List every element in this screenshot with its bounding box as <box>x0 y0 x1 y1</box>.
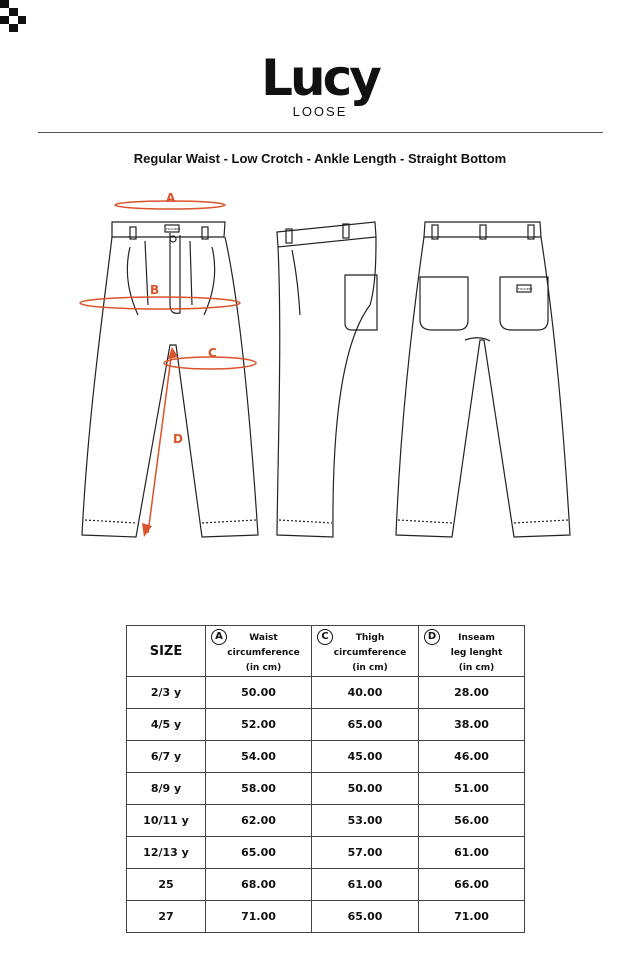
thigh-column-header: C Thigh circumference (in cm) <box>311 625 419 677</box>
waist-cell: 52.00 <box>205 708 312 741</box>
table-header-row: SIZE A Waist circumference (in cm) C Thi… <box>126 625 525 677</box>
size-cell: 25 <box>126 868 206 901</box>
waist-cell: 71.00 <box>205 900 312 933</box>
waist-cell: 65.00 <box>205 836 312 869</box>
badge-d: D <box>424 629 440 645</box>
product-description: Regular Waist - Low Crotch - Ankle Lengt… <box>133 151 507 166</box>
side-view <box>276 221 378 538</box>
waist-cell: 50.00 <box>205 676 312 709</box>
size-cell: 2/3 y <box>126 676 206 709</box>
waist-cell: 62.00 <box>205 804 312 837</box>
front-tag-label: FOUGÈRE <box>166 226 181 231</box>
label-b: B <box>150 283 159 297</box>
brand-fit: LOOSE <box>292 104 348 119</box>
inseam-cell: 61.00 <box>418 836 525 869</box>
label-d: D <box>173 432 183 446</box>
size-cell: 10/11 y <box>126 804 206 837</box>
inseam-cell: 51.00 <box>418 772 525 805</box>
thigh-cell: 45.00 <box>311 740 419 773</box>
thigh-cell: 61.00 <box>311 868 419 901</box>
thigh-cell: 40.00 <box>311 676 419 709</box>
arrow-up-icon <box>168 347 178 359</box>
thigh-cell: 65.00 <box>311 708 419 741</box>
thigh-measure-line <box>163 356 257 370</box>
inseam-cell: 71.00 <box>418 900 525 933</box>
size-chart-table: SIZE A Waist circumference (in cm) C Thi… <box>126 625 525 933</box>
size-cell: 27 <box>126 900 206 933</box>
arrow-down-icon <box>142 523 152 537</box>
size-cell: 4/5 y <box>126 708 206 741</box>
label-c: C <box>208 346 217 360</box>
size-cell: 12/13 y <box>126 836 206 869</box>
thigh-cell: 53.00 <box>311 804 419 837</box>
waist-cell: 54.00 <box>205 740 312 773</box>
size-column-header: SIZE <box>126 625 206 677</box>
back-view <box>395 221 571 538</box>
label-a: A <box>166 191 176 205</box>
badge-a: A <box>211 629 227 645</box>
inseam-cell: 66.00 <box>418 868 525 901</box>
inseam-cell: 28.00 <box>418 676 525 709</box>
size-cell: 6/7 y <box>126 740 206 773</box>
thigh-cell: 57.00 <box>311 836 419 869</box>
checker-logo-icon <box>0 0 26 32</box>
back-tag-label: FOUGÈRE <box>518 286 533 291</box>
hip-measure-line <box>79 296 241 310</box>
inseam-measure-line <box>147 349 173 534</box>
size-cell: 8/9 y <box>126 772 206 805</box>
inseam-column-header: D Inseam leg lenght (in cm) <box>418 625 525 677</box>
inseam-cell: 56.00 <box>418 804 525 837</box>
thigh-cell: 65.00 <box>311 900 419 933</box>
trousers-technical-drawing: A B C D FOUGÈRE FOUGÈRE <box>79 191 571 538</box>
inseam-cell: 38.00 <box>418 708 525 741</box>
waist-measure-line <box>114 200 226 210</box>
waist-cell: 58.00 <box>205 772 312 805</box>
waist-column-header: A Waist circumference (in cm) <box>205 625 312 677</box>
divider <box>38 132 603 133</box>
thigh-cell: 50.00 <box>311 772 419 805</box>
front-view <box>81 221 259 538</box>
badge-c: C <box>317 629 333 645</box>
brand-name: Lucy <box>261 49 382 107</box>
waist-cell: 68.00 <box>205 868 312 901</box>
inseam-cell: 46.00 <box>418 740 525 773</box>
